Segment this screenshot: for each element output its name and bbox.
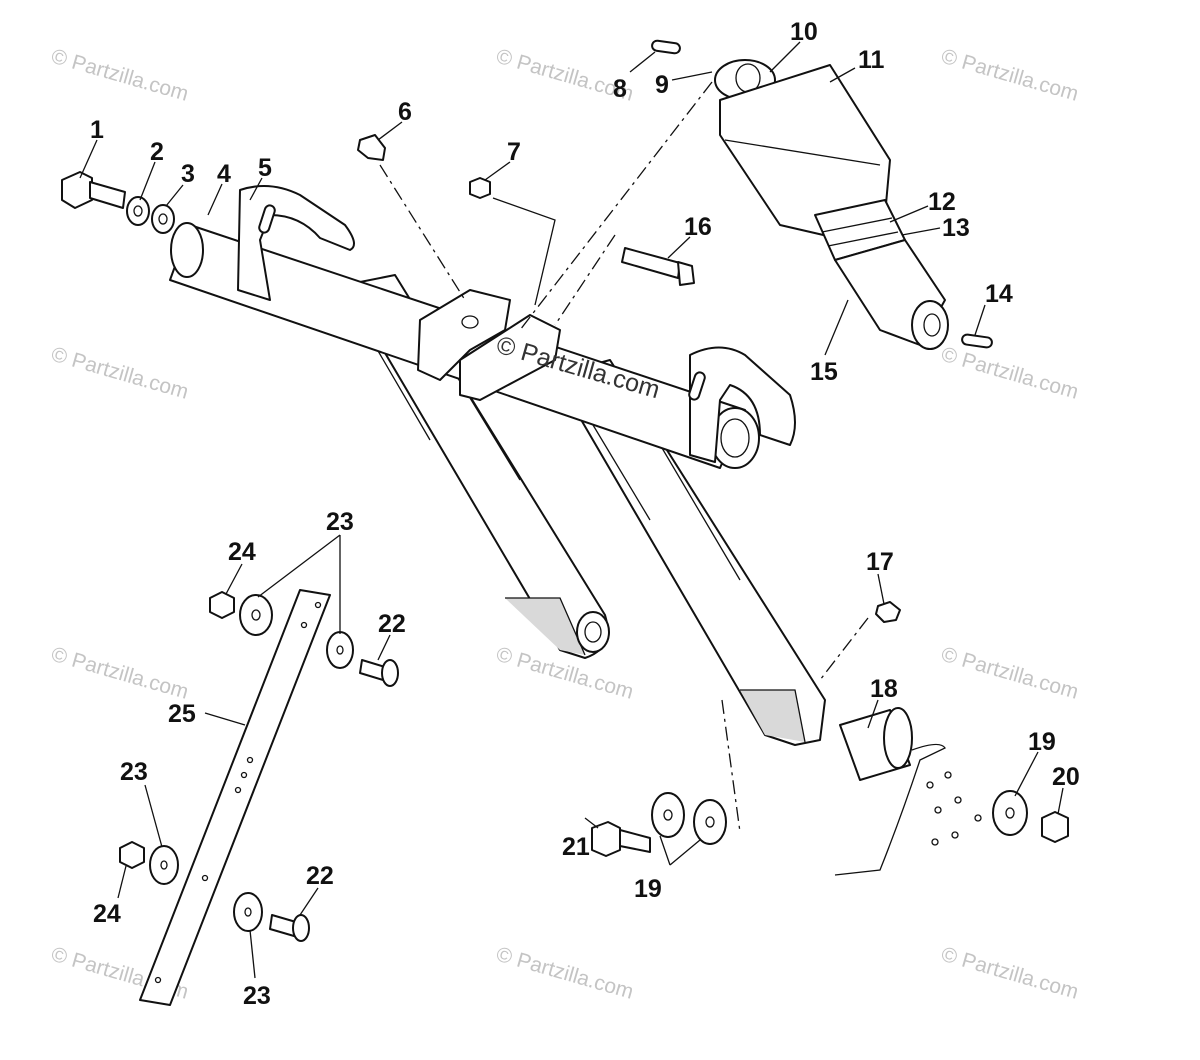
callout-9: 9	[655, 71, 669, 99]
limiter-strap-assembly	[119, 589, 399, 1006]
callout-24-lower: 24	[93, 900, 121, 928]
watermark: © Partzilla.com	[49, 45, 191, 106]
callout-23-bottom: 23	[243, 982, 271, 1010]
shock-absorber	[714, 59, 949, 350]
callout-18: 18	[870, 675, 898, 703]
watermark: © Partzilla.com	[939, 943, 1081, 1004]
callout-15: 15	[810, 358, 838, 386]
callout-2: 2	[150, 138, 164, 166]
watermark: © Partzilla.com	[49, 643, 191, 704]
callout-6: 6	[398, 98, 412, 126]
cross-shaft	[169, 185, 796, 469]
callout-23-mid: 23	[120, 758, 148, 786]
callout-14: 14	[985, 280, 1013, 308]
callout-5: 5	[258, 154, 272, 182]
watermark: © Partzilla.com	[939, 45, 1081, 106]
callout-17: 17	[866, 548, 894, 576]
callout-20: 20	[1052, 763, 1080, 791]
callout-3: 3	[181, 160, 195, 188]
watermark: © Partzilla.com	[494, 943, 636, 1004]
callout-24-upper: 24	[228, 538, 256, 566]
leader-lines	[79, 41, 1064, 979]
watermark: © Partzilla.com	[49, 343, 191, 404]
callout-19-right: 19	[1028, 728, 1056, 756]
callout-16: 16	[684, 213, 712, 241]
callout-21: 21	[562, 833, 590, 861]
callout-12: 12	[928, 188, 956, 216]
hardware	[61, 39, 1069, 876]
center-lines	[379, 81, 869, 833]
callout-22-upper: 22	[378, 610, 406, 638]
callout-19-lower: 19	[634, 875, 662, 903]
torque-arm-left	[344, 274, 610, 659]
callout-labels: 1 2 3 4 5 6 7 8 9 10 11 12 13 14 15 16 1…	[90, 18, 1080, 1010]
callout-13: 13	[942, 214, 970, 242]
callout-7: 7	[507, 138, 521, 166]
callout-1: 1	[90, 116, 104, 144]
watermark: © Partzilla.com	[939, 343, 1081, 404]
callout-8: 8	[613, 75, 627, 103]
callout-4: 4	[217, 160, 231, 188]
callout-10: 10	[790, 18, 818, 46]
callout-25: 25	[168, 700, 196, 728]
callout-23-top: 23	[326, 508, 354, 536]
watermark: © Partzilla.com	[939, 643, 1081, 704]
callout-11: 11	[858, 46, 885, 74]
callout-22-lower: 22	[306, 862, 334, 890]
